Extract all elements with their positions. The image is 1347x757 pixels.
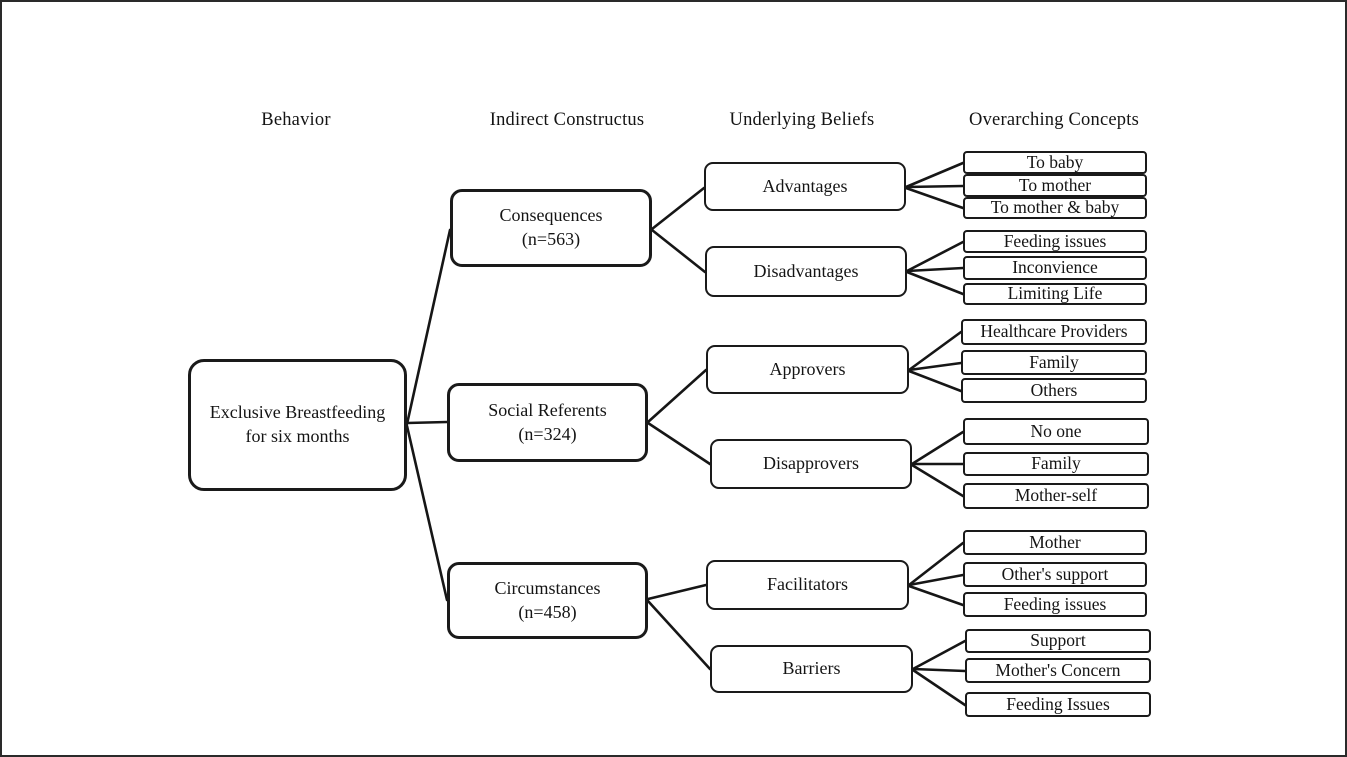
belief-label: Disadvantages xyxy=(753,260,859,281)
root-node-label: Exclusive Breastfeeding for six months xyxy=(209,402,386,446)
connector-line xyxy=(646,368,708,424)
connector-line xyxy=(904,184,965,189)
concept-node-mother: Mother xyxy=(963,530,1147,555)
belief-node-facilitators: Facilitators xyxy=(706,560,909,610)
column-header-indirect-constructs: Indirect Constructus xyxy=(489,110,645,130)
belief-node-advantages: Advantages xyxy=(704,162,906,211)
connector-line xyxy=(907,330,963,372)
construct-label: Circumstances xyxy=(494,577,601,598)
connector-line xyxy=(910,463,965,498)
belief-label: Approvers xyxy=(769,358,846,379)
connector-line xyxy=(650,228,707,274)
connector-line xyxy=(911,667,967,673)
connector-line xyxy=(910,430,965,466)
connector-line xyxy=(907,361,963,372)
belief-node-disadvantages: Disadvantages xyxy=(705,246,907,297)
concept-node-others-support: Other's support xyxy=(963,562,1147,587)
belief-node-barriers: Barriers xyxy=(710,645,913,693)
column-header-underlying-beliefs: Underlying Beliefs xyxy=(729,110,875,130)
construct-node-circumstances: Circumstances (n=458) xyxy=(447,562,648,639)
concept-node-limiting-life: Limiting Life xyxy=(963,283,1147,305)
belief-node-disapprovers: Disapprovers xyxy=(710,439,912,489)
concept-node-feeding-issues-3: Feeding Issues xyxy=(965,692,1151,717)
connector-line xyxy=(405,228,452,426)
concept-node-no-one: No one xyxy=(963,418,1149,445)
connector-line xyxy=(905,240,965,273)
connector-line xyxy=(905,266,965,273)
concept-node-feeding-issues-1: Feeding issues xyxy=(963,230,1147,253)
connector-line xyxy=(907,369,963,393)
construct-label: Consequences xyxy=(499,205,603,226)
concept-node-to-baby: To baby xyxy=(963,151,1147,174)
construct-node-social-referents: Social Referents (n=324) xyxy=(447,383,648,462)
belief-label: Advantages xyxy=(762,175,848,196)
column-header-behavior: Behavior xyxy=(261,110,331,130)
concept-node-support: Support xyxy=(965,629,1151,653)
connector-line xyxy=(646,421,712,466)
connector-line xyxy=(905,270,965,296)
concept-node-to-mother: To mother xyxy=(963,174,1147,197)
connector-line xyxy=(907,573,965,587)
concept-node-inconvience: Inconvience xyxy=(963,256,1147,280)
concept-node-family-approvers: Family xyxy=(961,350,1147,375)
connector-line xyxy=(911,639,967,671)
belief-label: Facilitators xyxy=(767,574,848,595)
belief-label: Barriers xyxy=(782,658,841,679)
construct-count: (n=324) xyxy=(518,423,577,444)
concept-node-healthcare-providers: Healthcare Providers xyxy=(961,319,1147,345)
construct-label: Social Referents xyxy=(488,399,607,420)
concept-node-to-mother-and-baby: To mother & baby xyxy=(963,197,1147,219)
concept-node-others: Others xyxy=(961,378,1147,403)
concept-node-feeding-issues-2: Feeding issues xyxy=(963,592,1147,617)
construct-count: (n=458) xyxy=(518,601,577,622)
connector-line xyxy=(646,583,708,601)
root-node-exclusive-breastfeeding: Exclusive Breastfeeding for six months xyxy=(188,359,407,491)
connector-line xyxy=(405,424,449,602)
connector-line xyxy=(650,186,706,231)
construct-count: (n=563) xyxy=(521,229,581,249)
connector-line xyxy=(907,584,965,607)
concept-node-mothers-concern: Mother's Concern xyxy=(965,658,1151,683)
connector-line xyxy=(907,541,965,587)
belief-node-approvers: Approvers xyxy=(706,345,909,394)
connector-line xyxy=(904,186,965,210)
connector-line xyxy=(911,668,967,707)
construct-node-consequences: Consequences (n=563) xyxy=(450,189,652,267)
connector-line xyxy=(405,420,449,425)
column-header-overarching-concepts: Overarching Concepts xyxy=(969,110,1139,130)
concept-node-family-disapprovers: Family xyxy=(963,452,1149,476)
belief-label: Disapprovers xyxy=(763,453,859,474)
connector-line xyxy=(646,599,712,671)
connector-line xyxy=(904,161,965,189)
concept-node-mother-self: Mother-self xyxy=(963,483,1149,509)
